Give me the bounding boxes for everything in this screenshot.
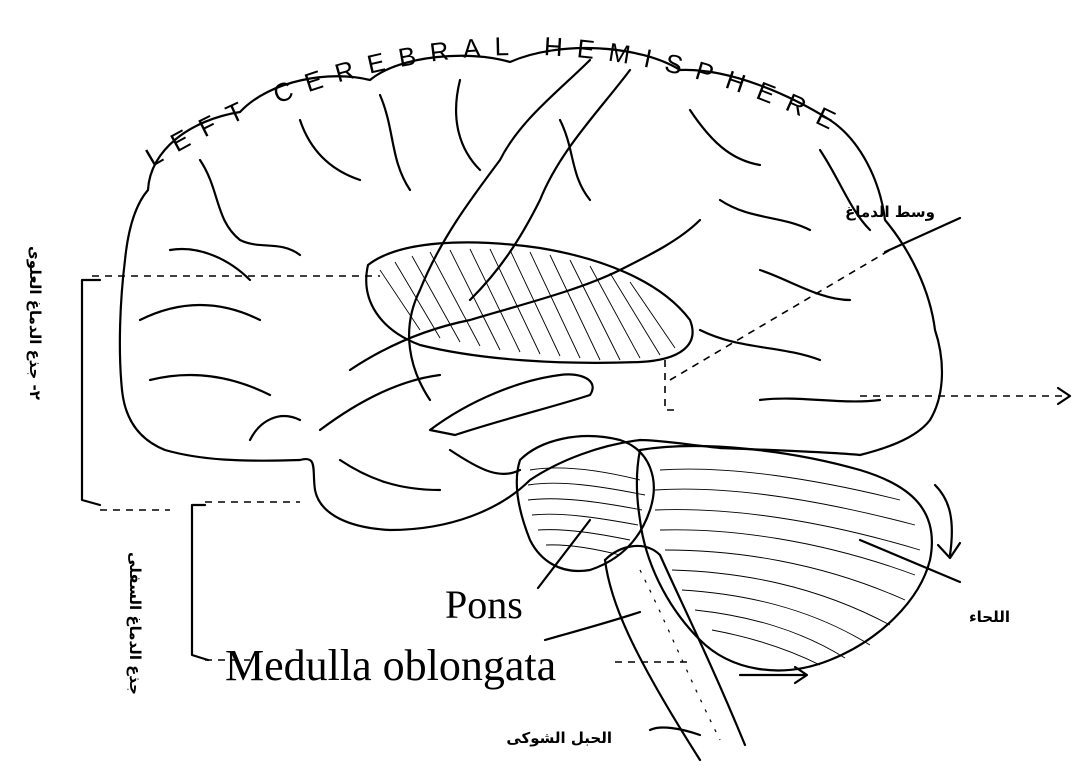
- hemisphere-label: LEFT CEREBRAL HEMISPHERE: [140, 31, 853, 173]
- spinal-cord-label: الحبل الشوكى: [506, 729, 612, 747]
- midbrain-label: وسط الدماغ: [845, 203, 935, 221]
- cerebellum-label: اللحاء: [969, 608, 1010, 626]
- leader-lines: [538, 218, 960, 735]
- cerebellum: [637, 446, 932, 670]
- medulla-label: Medulla oblongata: [225, 641, 556, 690]
- brackets: [82, 280, 208, 660]
- midbrain-region: [366, 242, 692, 435]
- arrows: [740, 388, 1070, 683]
- brainstem: [517, 436, 654, 571]
- cerebral-gyri: [140, 60, 880, 490]
- pons-label: Pons: [445, 582, 523, 627]
- upper-brainstem-label: ٢- جذع الدماغ العلوى: [26, 246, 44, 400]
- lower-brainstem-label: جذع الدماغ السفلى: [126, 552, 144, 695]
